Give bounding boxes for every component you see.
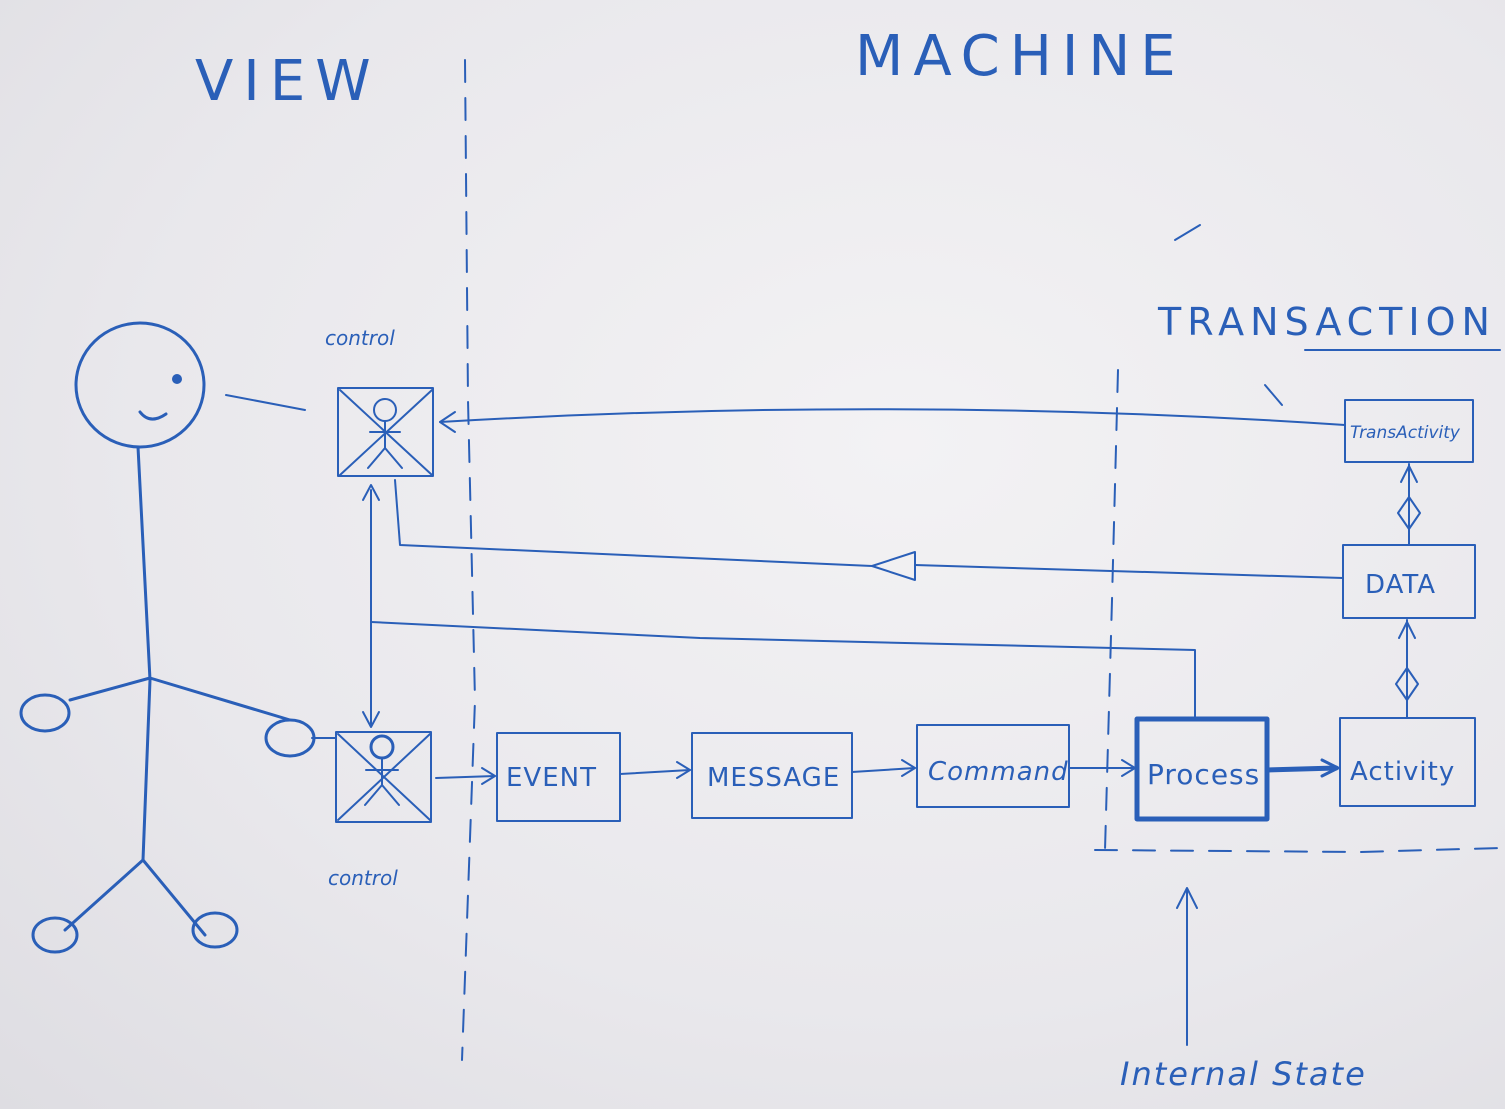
arrow-control-to-event-head xyxy=(481,767,496,785)
process-label: Process xyxy=(1147,758,1260,791)
control-top-cross xyxy=(339,389,433,476)
user-eye xyxy=(172,374,182,384)
data-transaction-diamond xyxy=(1397,496,1421,530)
process-to-control-line xyxy=(370,621,1196,720)
user-head xyxy=(74,321,206,449)
control-link-arrow-up xyxy=(362,484,380,501)
control-top-label: control xyxy=(325,326,395,350)
message-box xyxy=(691,732,853,819)
stray-mark-1 xyxy=(1174,224,1201,241)
transaction-to-control-line xyxy=(439,408,1346,426)
activity-to-data-arrow-head xyxy=(1398,621,1416,639)
data-to-control-triangle xyxy=(871,551,916,581)
user-right-foot xyxy=(191,911,239,949)
user-left-arm xyxy=(68,676,152,702)
transaction-links xyxy=(1395,463,1421,719)
flow-arrows xyxy=(435,758,1340,785)
control-top-node: control xyxy=(325,326,434,477)
transaction-box-label: TransActivity xyxy=(1350,423,1461,443)
control-link-arrow-down xyxy=(362,711,380,728)
event-label: EVENT xyxy=(506,763,597,793)
arrow-event-to-message xyxy=(619,769,691,775)
transaction-box xyxy=(1344,399,1474,463)
transaction-bottom-boundary xyxy=(1094,847,1501,853)
data-label: DATA xyxy=(1365,570,1436,600)
user-left-foot xyxy=(31,916,79,954)
user-left-leg xyxy=(63,858,145,932)
message-label: MESSAGE xyxy=(707,763,840,793)
user-left-hand xyxy=(19,693,71,733)
control-top-box xyxy=(337,387,434,477)
user-mouth xyxy=(138,410,168,421)
view-machine-divider xyxy=(461,59,476,1061)
machine-transaction-divider xyxy=(1104,369,1119,851)
control-top-figure-head xyxy=(373,398,397,422)
control-bottom-figure-head xyxy=(369,734,395,760)
user-looks-at-control xyxy=(225,394,306,411)
data-to-control-line-a xyxy=(914,564,1344,579)
view-region-title: VIEW xyxy=(195,49,381,114)
activity-data-diamond xyxy=(1395,667,1419,701)
data-to-transaction-arrow-head xyxy=(1400,465,1418,483)
activity-label: Activity xyxy=(1350,757,1455,787)
event-box xyxy=(496,732,621,822)
internal-state-label: Internal State xyxy=(1120,1055,1367,1093)
arrow-message-to-command xyxy=(851,767,916,773)
arrow-process-to-activity xyxy=(1264,765,1339,773)
control-bottom-cross xyxy=(337,733,431,821)
internal-state-arrow-head xyxy=(1176,887,1198,909)
arrow-event-to-message-head xyxy=(676,761,691,779)
stray-mark-2 xyxy=(1264,384,1283,406)
arrow-command-to-process-head xyxy=(1121,759,1136,777)
control-bottom-label: control xyxy=(328,866,398,890)
arrow-control-to-event xyxy=(435,775,496,779)
control-bottom-box xyxy=(335,731,432,823)
transaction-to-control-arrow-head xyxy=(439,411,456,433)
arrow-process-to-activity-head xyxy=(1320,758,1340,778)
control-bottom-figure-body xyxy=(364,757,400,806)
user-right-hand xyxy=(264,718,316,758)
command-label: Command xyxy=(928,757,1069,787)
control-bottom-node: control xyxy=(328,731,432,890)
machine-region-title: MACHINE xyxy=(855,24,1186,89)
arrow-message-to-command-head xyxy=(901,759,916,777)
data-to-control-line-b xyxy=(394,479,873,567)
user-right-arm xyxy=(148,676,292,722)
command-box xyxy=(916,724,1070,808)
user-body xyxy=(136,445,152,862)
transaction-region-title: TRANSACTION xyxy=(1157,300,1496,344)
user-stick-figure xyxy=(19,321,316,954)
